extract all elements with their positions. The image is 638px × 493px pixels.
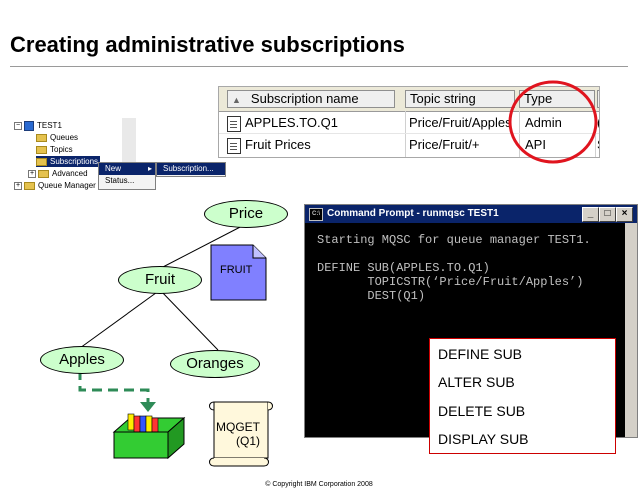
row-type-cell: API <box>525 137 546 152</box>
tree-item-topics[interactable]: Topics <box>36 144 73 155</box>
tree-item-cluster[interactable]: +Queue Manager Clust <box>14 181 117 190</box>
maximize-button[interactable]: □ <box>599 207 616 222</box>
navigator-tree: −TEST1 Queues Topics Subscriptions +Adva… <box>10 118 226 190</box>
col-divider <box>405 111 406 157</box>
col-header-extra[interactable]: I <box>597 90 599 108</box>
tree-item-subscriptions[interactable]: Subscriptions <box>36 156 101 167</box>
row-topic-cell: Price/Fruit/Apples <box>409 115 512 130</box>
command-item: DEFINE SUB <box>438 346 523 362</box>
row-extra-cell: ( <box>593 113 599 133</box>
vertical-scrollbar[interactable] <box>625 223 637 437</box>
col-header-topic-string[interactable]: Topic string <box>405 90 515 108</box>
sort-arrow-icon: ▲ <box>232 95 241 105</box>
mqget-label: MQGET (Q1) <box>216 420 261 448</box>
folder-icon <box>24 181 35 190</box>
topic-tree-lines <box>78 223 247 412</box>
row-topic-cell: Price/Fruit/+ <box>409 137 480 152</box>
output-line: DEST(Q1) <box>317 289 426 303</box>
close-button[interactable]: × <box>616 207 633 222</box>
tree-item-root[interactable]: −TEST1 <box>14 120 62 131</box>
copyright-footer: © Copyright IBM Corporation 2008 <box>265 481 373 488</box>
subscriptions-table: ▲Subscription name Topic string Type I A… <box>218 86 600 158</box>
title-divider <box>10 66 628 67</box>
subscription-icon <box>227 115 241 132</box>
menu-item-new[interactable]: New▸ <box>99 163 155 175</box>
folder-icon <box>38 169 49 178</box>
highlight-circle <box>508 80 598 164</box>
command-item: DISPLAY SUB <box>438 431 529 447</box>
topic-node-price: Price <box>204 200 288 228</box>
fruit-document-label: FRUIT <box>220 264 253 276</box>
expand-icon[interactable]: + <box>28 169 36 178</box>
submenu-arrow-icon: ▸ <box>147 164 152 173</box>
row-name-cell: Fruit Prices <box>223 135 403 155</box>
minimize-button[interactable]: _ <box>582 207 599 222</box>
mqget-scroll-icon <box>209 401 273 467</box>
subscription-icon <box>227 137 241 154</box>
output-line: TOPICSTR(‘Price/Fruit/Apples’) <box>317 275 584 289</box>
topic-node-oranges: Oranges <box>170 350 260 378</box>
tree-item-queues[interactable]: Queues <box>36 132 78 143</box>
row-name-cell: APPLES.TO.Q1 <box>223 113 403 133</box>
menu-item-subscription[interactable]: Subscription... <box>157 163 225 175</box>
collapse-icon[interactable]: − <box>14 121 22 130</box>
row-divider <box>219 133 599 134</box>
context-menu: New▸ Status... <box>98 162 156 190</box>
page-title: Creating administrative subscriptions <box>10 32 405 57</box>
window-titlebar: C:\ Command Prompt - runmqsc TEST1 _ □ × <box>305 205 637 223</box>
row-extra-cell: S <box>593 135 599 155</box>
queue-icon <box>112 413 186 460</box>
expand-icon[interactable]: + <box>14 181 22 190</box>
output-line: DEFINE SUB(APPLES.TO.Q1) <box>317 261 490 275</box>
queue-manager-icon <box>24 120 34 131</box>
col-header-subscription-name[interactable]: ▲Subscription name <box>227 90 395 108</box>
output-line: Starting MQSC for queue manager TEST1. <box>317 233 591 247</box>
command-item: ALTER SUB <box>438 374 515 390</box>
cmd-icon: C:\ <box>309 208 323 221</box>
folder-icon <box>36 157 47 166</box>
window-title: Command Prompt - runmqsc TEST1 <box>327 208 499 219</box>
topic-node-apples: Apples <box>40 346 124 374</box>
fruit-document-icon <box>210 244 267 301</box>
folder-icon <box>36 145 47 154</box>
command-list: DEFINE SUB ALTER SUB DELETE SUB DISPLAY … <box>429 338 616 454</box>
row-type-cell: Admin <box>525 115 562 130</box>
topic-node-fruit: Fruit <box>118 266 202 294</box>
command-item: DELETE SUB <box>438 403 526 419</box>
col-divider <box>519 111 520 157</box>
submenu: Subscription... <box>156 162 226 177</box>
folder-icon <box>36 133 47 142</box>
tree-item-advanced[interactable]: +Advanced <box>28 169 88 178</box>
menu-item-status[interactable]: Status... <box>105 176 135 185</box>
